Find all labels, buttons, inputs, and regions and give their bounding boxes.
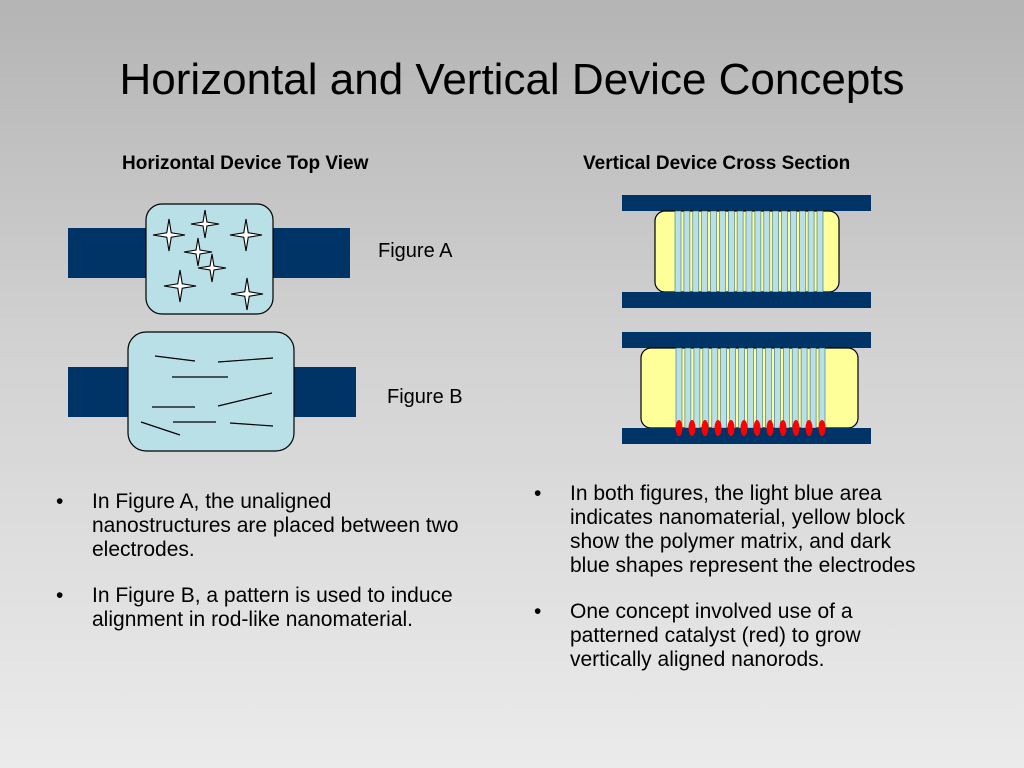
nanorod [818, 347, 826, 429]
catalyst-dot [714, 420, 722, 436]
figure-b-left-electrode [68, 367, 138, 417]
slide-title: Horizontal and Vertical Device Concepts [119, 55, 905, 104]
nanorod [790, 210, 797, 293]
figure-a-label: Figure A [378, 240, 453, 262]
figure-b-right-electrode [283, 367, 356, 417]
catalyst-dot [818, 420, 826, 436]
nanorod [772, 210, 779, 293]
left-heading: Horizontal Device Top View [122, 153, 369, 174]
nanorod [719, 210, 726, 293]
nanorod [809, 347, 817, 429]
nanorod [720, 347, 728, 429]
nanorod [756, 347, 763, 429]
nanostructure-star [152, 218, 186, 252]
catalyst-dot [753, 420, 761, 436]
unaligned-nanostructures [152, 209, 264, 311]
nanorod [683, 210, 691, 293]
nanorod [800, 347, 808, 429]
nanorod [684, 347, 692, 429]
catalyst-dot [675, 420, 683, 436]
nanorod [763, 210, 771, 293]
nanorod [782, 347, 790, 429]
nanorod [729, 347, 736, 429]
figure-b-label: Figure B [387, 386, 463, 408]
vertical-device-bottom [622, 332, 871, 444]
nanostructure-star [197, 253, 227, 283]
nanorod [674, 210, 682, 293]
nanorod [798, 210, 806, 293]
nanostructure-star [229, 218, 263, 252]
nanorod [692, 210, 700, 293]
right-bullet-list: In both figures, the light blue area ind… [534, 482, 934, 694]
nanostructure-star [230, 277, 264, 311]
vertical-device-top [622, 195, 871, 308]
nanorod [745, 210, 753, 293]
nanorod [711, 347, 719, 429]
patterned-catalyst [675, 420, 826, 436]
left-bullet-item: In Figure B, a pattern is used to induce… [56, 584, 466, 632]
catalyst-dot [805, 420, 813, 436]
catalyst-dot [740, 420, 748, 436]
catalyst-dot [792, 420, 800, 436]
nanorod [773, 347, 781, 429]
nanorod [807, 210, 815, 293]
nanorod [816, 210, 824, 293]
figure-b-nanomaterial [127, 331, 295, 452]
nanorod [765, 347, 772, 429]
figure-a-diagram [68, 203, 350, 315]
nanorod [736, 210, 744, 293]
nanostructure-star [190, 209, 220, 239]
catalyst-dot [766, 420, 774, 436]
top-device-lower-electrode [622, 292, 871, 308]
right-bullet-item: In both figures, the light blue area ind… [534, 482, 934, 578]
catalyst-dot [779, 420, 787, 436]
nanorod [791, 347, 799, 429]
catalyst-dot [727, 420, 735, 436]
nanorod [693, 347, 701, 429]
figure-a-nanomaterial [145, 203, 274, 315]
bottom-device-nanorods [675, 347, 826, 429]
nanorod [727, 210, 735, 293]
right-heading: Vertical Device Cross Section [583, 153, 851, 174]
top-device-upper-electrode [622, 195, 871, 211]
nanorod [710, 210, 717, 293]
figure-b-diagram [68, 331, 356, 452]
rod-like-nanomaterial [140, 355, 274, 436]
nanostructure-star [183, 237, 213, 267]
left-bullet-item: In Figure A, the unaligned nanostructure… [56, 490, 466, 562]
catalyst-dot [701, 420, 709, 436]
nanorod [754, 210, 762, 293]
catalyst-dot [688, 420, 696, 436]
top-device-nanorods [674, 210, 824, 293]
left-bullet-list: In Figure A, the unaligned nanostructure… [56, 490, 466, 654]
nanorod [781, 210, 788, 293]
figure-a-left-electrode [68, 228, 150, 278]
bottom-device-upper-electrode [622, 332, 871, 348]
nanorod [702, 347, 710, 429]
nanostructure-star [163, 269, 197, 303]
right-bullet-item: One concept involved use of a patterned … [534, 600, 934, 672]
nanorod [738, 347, 745, 429]
nanorod [701, 210, 708, 293]
nanorod [747, 347, 754, 429]
figure-a-right-electrode [268, 228, 350, 278]
nanorod [675, 347, 683, 429]
